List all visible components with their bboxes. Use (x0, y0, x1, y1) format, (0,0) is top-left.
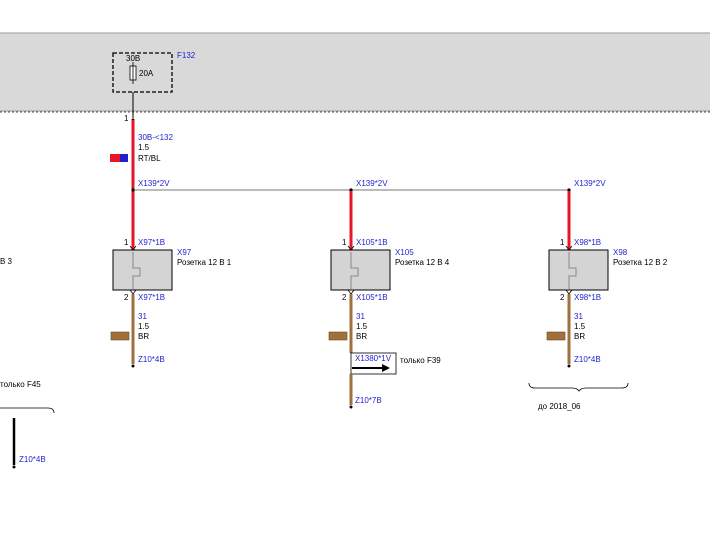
outlet-body (112, 249, 173, 291)
left-bracket-icon (0, 407, 55, 414)
feed-signal: 30B-<132 (138, 133, 173, 142)
fuse-pin: 1 (124, 114, 129, 123)
bus-node-3 (567, 188, 571, 192)
pin-chevron-icon (129, 289, 137, 295)
x105-ground-label: Z10*7B (355, 396, 382, 405)
fuse-id: F132 (177, 51, 196, 60)
wire-signal: 31 (574, 312, 583, 321)
wire-color-swatch-red-blue (110, 154, 128, 162)
wire-signal: 31 (138, 312, 147, 321)
ground-label: Z10*4B (574, 355, 601, 364)
top-connector-label: X98*1B (574, 238, 601, 247)
wire-color: BR (138, 332, 149, 341)
wire-section: 1.5 (356, 322, 368, 331)
bus-connector-label: X139*2V (138, 179, 170, 188)
outlet-id: X105 (395, 248, 414, 257)
wire-section: 1.5 (138, 322, 150, 331)
left-ground-dot (12, 465, 16, 469)
ground-dot (131, 364, 135, 368)
bottom-pin: 2 (342, 293, 347, 302)
bus-connector-label: X139*2V (356, 179, 388, 188)
bus-node-2 (349, 188, 353, 192)
top-connector-label: X105*1B (356, 238, 388, 247)
feed-section: 1.5 (138, 143, 150, 152)
fuse-rating: 20A (139, 69, 154, 78)
bottom-connector-label: X97*1B (138, 293, 165, 302)
bottom-pin: 2 (560, 293, 565, 302)
outlet-name: Розетка 12 В 4 (395, 258, 450, 267)
outlet-body (548, 249, 609, 291)
ground-dot (567, 364, 571, 368)
outlet-name: Розетка 12 В 2 (613, 258, 668, 267)
bracket-note: до 2018_06 (538, 402, 581, 411)
control-unit-band (0, 32, 710, 112)
inline-note: только F39 (400, 356, 441, 365)
fuse-f132[interactable]: 30B 20A F132 (112, 51, 196, 93)
wire-color-swatch-brown (546, 331, 566, 341)
top-pin: 1 (560, 238, 565, 247)
bracket-icon (528, 382, 629, 392)
wire-color-swatch-brown (328, 331, 348, 341)
x105-ground-dot (349, 405, 353, 409)
bus-node-1 (131, 188, 135, 192)
arrow-icon (382, 364, 390, 372)
inline-connector-x1380[interactable]: X1380*1V только F39 (350, 352, 441, 375)
wire-color-swatch-brown (110, 331, 130, 341)
outlet-id: X97 (177, 248, 192, 257)
left-ground-label: Z10*4B (19, 455, 46, 464)
outlet-name: Розетка 12 В 1 (177, 258, 232, 267)
feed-color: RT/BL (138, 154, 161, 163)
bottom-pin: 2 (124, 293, 129, 302)
inline-connector-label: X1380*1V (355, 354, 392, 363)
left-note-tail: только F45 (0, 380, 41, 389)
top-pin: 1 (124, 238, 129, 247)
outlet-id: X98 (613, 248, 628, 257)
wire-section: 1.5 (574, 322, 586, 331)
socket-symbol-icon (568, 252, 577, 289)
outlet-body (330, 249, 391, 291)
ground-label: Z10*4B (138, 355, 165, 364)
top-pin: 1 (342, 238, 347, 247)
bus-connector-label: X139*2V (574, 179, 606, 188)
wire-color: BR (356, 332, 367, 341)
pin-chevron-icon (565, 289, 573, 295)
wire-signal: 31 (356, 312, 365, 321)
bottom-connector-label: X105*1B (356, 293, 388, 302)
socket-symbol-icon (350, 252, 359, 289)
fuse-box-outline (112, 52, 173, 93)
wire-color: BR (574, 332, 585, 341)
left-outlet-label-tail: В 3 (0, 257, 13, 266)
socket-symbol-icon (132, 252, 141, 289)
pin-chevron-icon (347, 289, 355, 295)
top-connector-label: X97*1B (138, 238, 165, 247)
bottom-connector-label: X98*1B (574, 293, 601, 302)
fuse-terminal: 30B (126, 54, 140, 63)
